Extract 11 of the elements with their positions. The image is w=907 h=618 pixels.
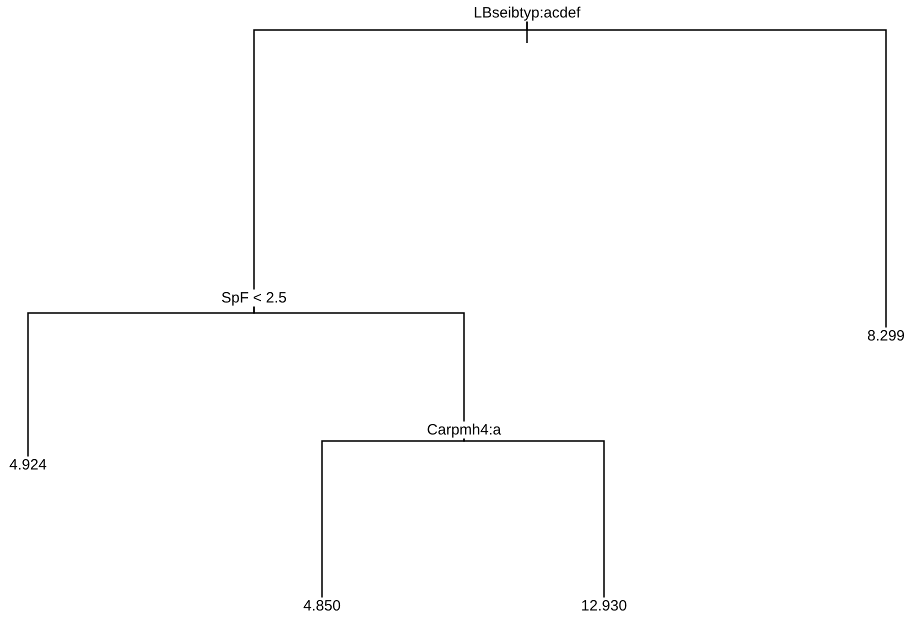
leaf-value: 12.930 xyxy=(581,598,627,614)
tree-branch xyxy=(321,438,465,598)
tree-branch xyxy=(526,22,887,328)
leaf-value: 4.850 xyxy=(303,598,341,614)
split-label: SpF < 2.5 xyxy=(221,290,287,306)
tree-branch xyxy=(463,438,605,598)
split-label: LBseibtyp:acdef xyxy=(474,4,580,22)
leaf-value: 8.299 xyxy=(867,328,905,344)
split-label: Carpmh4:a xyxy=(426,422,502,438)
leaf-value: 4.924 xyxy=(9,456,47,474)
tree-branch xyxy=(253,306,465,422)
